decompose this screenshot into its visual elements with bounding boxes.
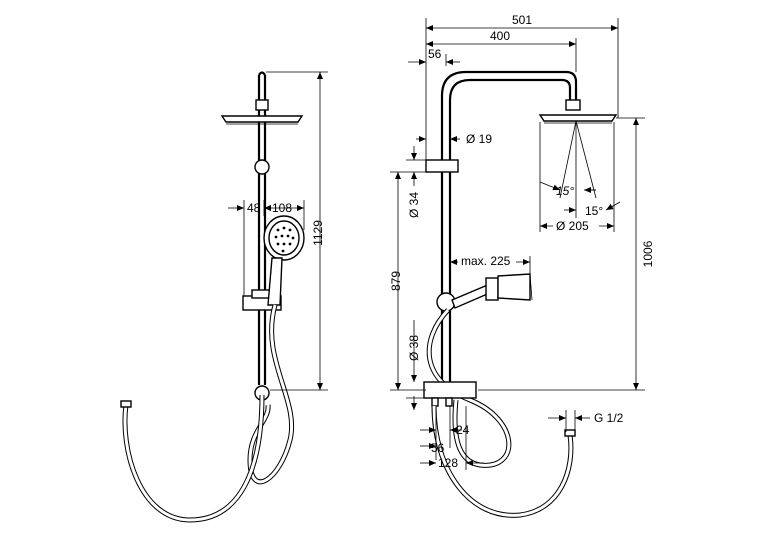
dim-400: 400 — [490, 29, 510, 43]
dim-24: 24 — [456, 423, 470, 437]
dim-56-bottom: 56 — [431, 441, 445, 455]
dim-angle-15-b: 15° — [585, 204, 603, 218]
dim-1129: 1129 — [311, 220, 325, 246]
shower-head-side — [220, 115, 304, 123]
upper-bracket — [425, 159, 459, 173]
dim-56-top: 56 — [428, 47, 442, 61]
shower-head-connector — [255, 99, 269, 111]
dim-diameter-34: Ø 34 — [407, 192, 421, 218]
dim-diameter-205: Ø 205 — [556, 219, 589, 233]
mixer-body — [423, 381, 477, 399]
front-view: 501 400 56 Ø 19 Ø 34 879 Ø 38 max. 225 1… — [389, 13, 655, 518]
pipe-joint — [254, 159, 270, 175]
dim-max-225: max. 225 — [461, 254, 511, 268]
hand-shower-head — [263, 215, 305, 261]
dim-128: 128 — [438, 456, 458, 470]
dim-879: 879 — [389, 271, 403, 291]
dim-angle-15-a: 15° — [556, 184, 574, 198]
dim-1006: 1006 — [641, 240, 655, 267]
shower-head-front — [538, 114, 618, 122]
dim-501: 501 — [512, 13, 532, 27]
hand-shower-handle — [267, 257, 283, 306]
dim-108: 108 — [272, 201, 292, 215]
side-view: 1129 48 108 — [120, 71, 328, 523]
dim-diameter-19: Ø 19 — [466, 132, 492, 146]
dim-thread-g12: G 1/2 — [594, 411, 624, 425]
dim-48: 48 — [247, 201, 261, 215]
dim-diameter-38: Ø 38 — [407, 335, 421, 361]
